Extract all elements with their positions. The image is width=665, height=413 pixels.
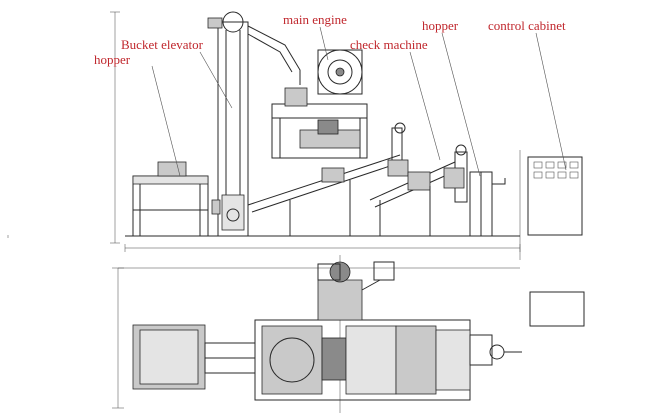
label-check-machine: check machine (350, 37, 428, 52)
label-main-engine: main engine (283, 12, 347, 27)
label-hopper-left: hopper (94, 52, 131, 67)
label-bucket-elevator: Bucket elevator (121, 37, 203, 52)
bucket-elevator-drawing (207, 11, 301, 237)
label-control-cabinet: control cabinet (488, 18, 566, 33)
dimension-lines (7, 11, 521, 413)
plan-view-drawing (132, 261, 585, 401)
control-cabinet-drawing (527, 156, 583, 236)
label-hopper-right: hopper (422, 18, 459, 33)
right-hopper-drawing (443, 144, 506, 237)
main-engine-drawing (271, 49, 368, 159)
check-machine-drawing (247, 122, 459, 236)
